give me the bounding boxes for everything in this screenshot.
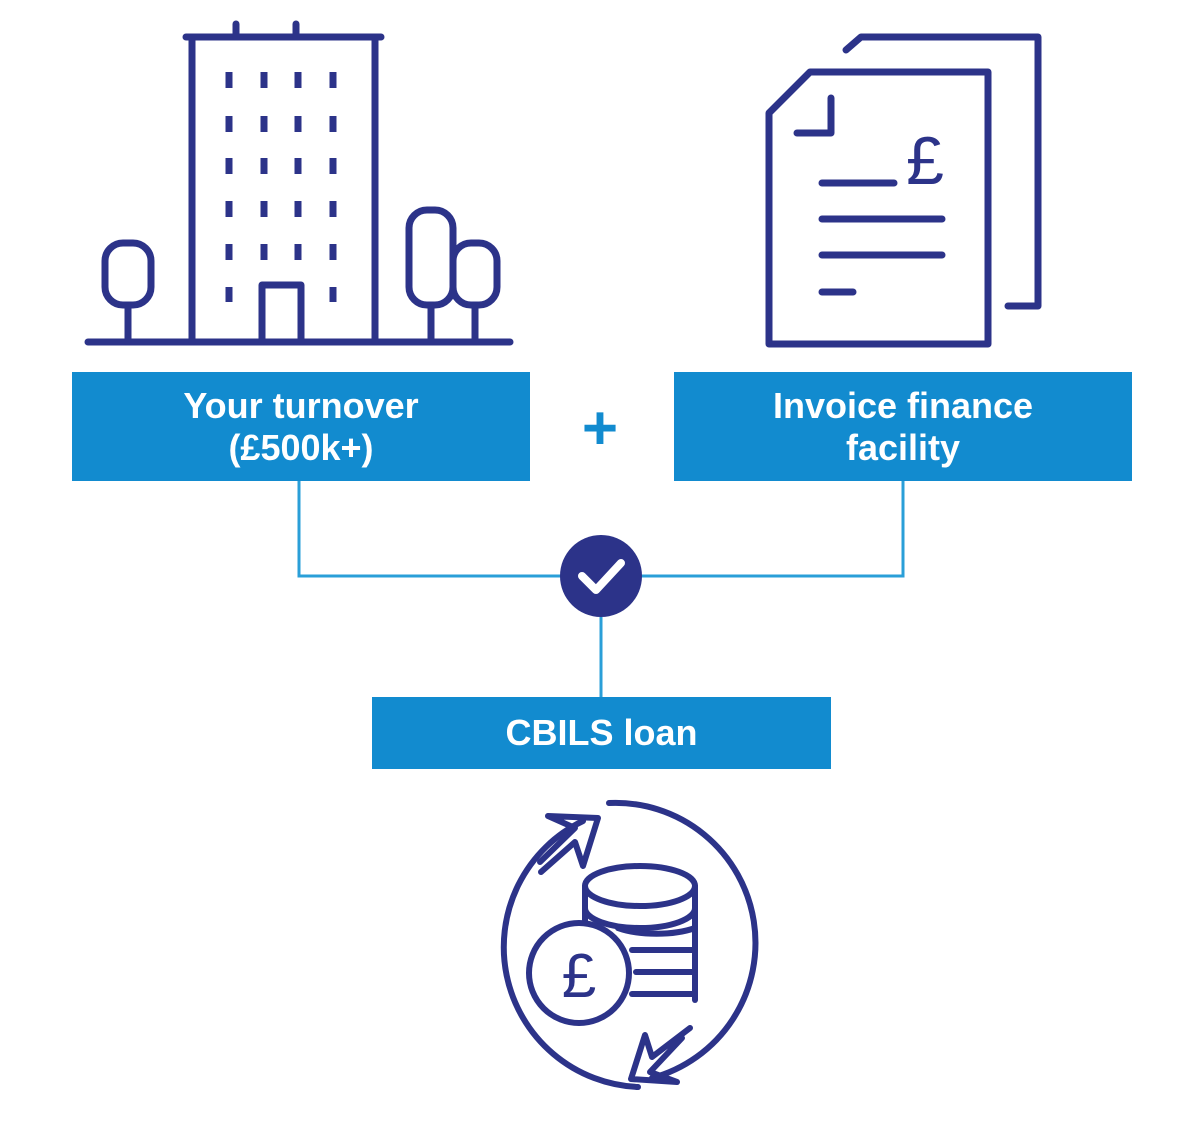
cbils-loan-box: CBILS loan xyxy=(372,697,831,769)
turnover-box: Your turnover (£500k+) xyxy=(72,372,530,481)
invoice-line-2: facility xyxy=(845,426,961,468)
cbils-loan-label: CBILS loan xyxy=(505,712,698,753)
coin-currency-symbol: £ xyxy=(562,942,596,1011)
invoice-document-icon: £ xyxy=(765,33,1042,348)
turnover-line-2: (£500k+) xyxy=(228,426,374,468)
invoice-line-1: Invoice finance xyxy=(772,384,1034,426)
plus-sign: + xyxy=(581,394,619,463)
connector-lines xyxy=(297,481,905,697)
turnover-line-1: Your turnover xyxy=(183,384,419,426)
invoice-finance-box: Invoice finance facility xyxy=(674,372,1132,481)
office-building-icon xyxy=(84,20,514,346)
invoice-currency-symbol: £ xyxy=(906,123,944,199)
checkmark-icon xyxy=(560,535,642,617)
coin-cycle-icon: £ xyxy=(500,799,759,1090)
